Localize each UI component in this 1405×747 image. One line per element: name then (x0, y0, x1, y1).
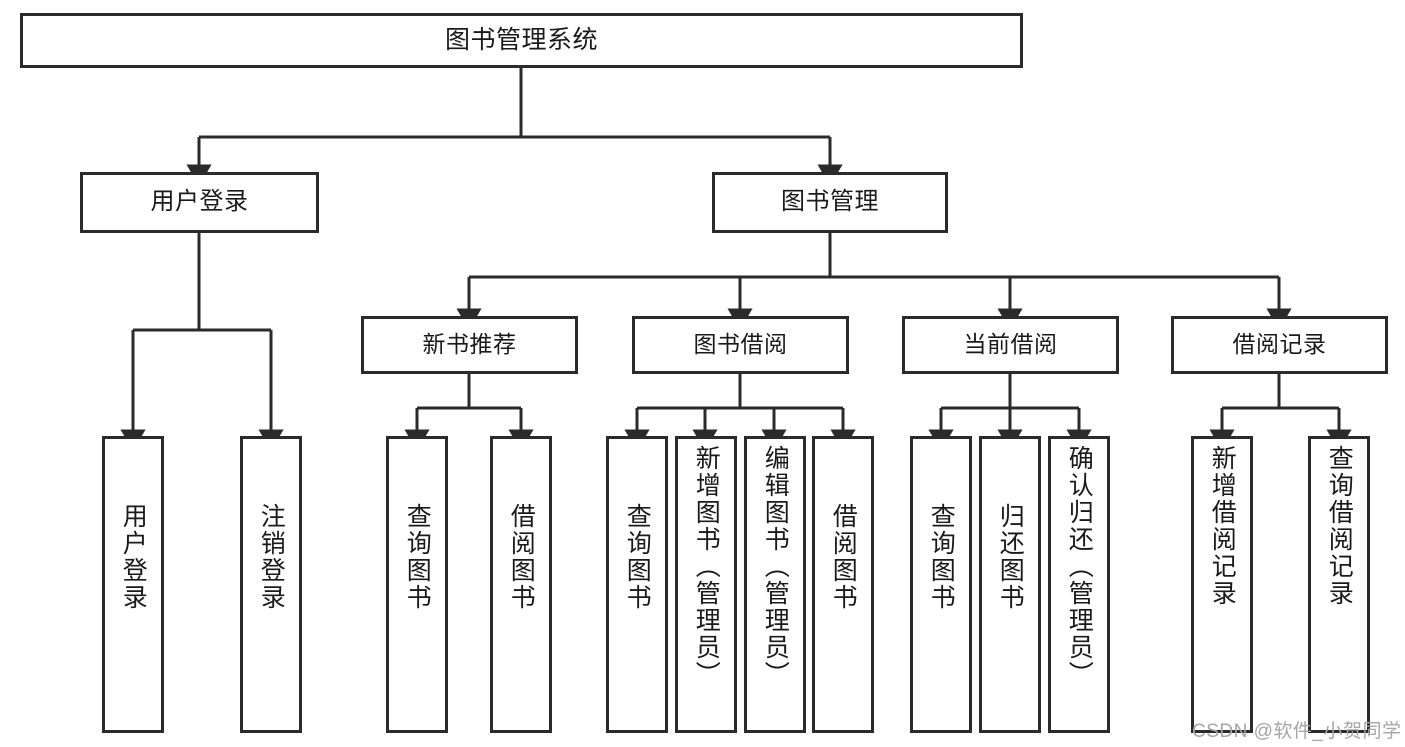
node-leaf-add-book-label: 新增图书（管理员） (692, 445, 721, 688)
node-book-borrow[interactable]: 图书借阅 (632, 316, 849, 374)
node-leaf-query-book-3-label: 查询图书 (927, 503, 956, 611)
node-leaf-edit-book-label: 编辑图书（管理员） (761, 445, 790, 688)
node-root-label: 图书管理系统 (444, 25, 598, 54)
node-leaf-query-book-3[interactable]: 查询图书 (910, 436, 972, 733)
node-leaf-add-book[interactable]: 新增图书（管理员） (675, 436, 737, 733)
node-leaf-logout[interactable]: 注销登录 (240, 436, 302, 733)
node-current-borrow[interactable]: 当前借阅 (902, 316, 1119, 374)
node-leaf-borrow-book-2[interactable]: 借阅图书 (812, 436, 874, 733)
node-book-manage-label: 图书管理 (781, 188, 879, 216)
node-leaf-edit-book[interactable]: 编辑图书（管理员） (744, 436, 806, 733)
node-leaf-confirm-return-label: 确认归还（管理员） (1065, 445, 1094, 688)
node-borrow-record-label: 借阅记录 (1232, 331, 1327, 358)
node-leaf-user-login[interactable]: 用户登录 (102, 436, 164, 733)
node-leaf-query-book-1-label: 查询图书 (403, 503, 432, 611)
node-user-login[interactable]: 用户登录 (80, 172, 319, 233)
node-new-book-rec[interactable]: 新书推荐 (361, 316, 578, 374)
node-root[interactable]: 图书管理系统 (20, 13, 1023, 68)
node-leaf-query-book-2-label: 查询图书 (623, 503, 652, 611)
node-leaf-query-book-2[interactable]: 查询图书 (606, 436, 668, 733)
node-leaf-return-book-label: 归还图书 (996, 503, 1025, 611)
node-leaf-borrow-book-1-label: 借阅图书 (507, 503, 536, 611)
node-leaf-user-login-label: 用户登录 (119, 503, 148, 611)
node-leaf-borrow-book-2-label: 借阅图书 (829, 503, 858, 611)
node-leaf-query-book-1[interactable]: 查询图书 (386, 436, 448, 733)
node-book-borrow-label: 图书借阅 (693, 331, 788, 358)
csdn-watermark: CSDN @软件_小贺同学 (1192, 721, 1402, 742)
node-leaf-add-record[interactable]: 新增借阅记录 (1191, 436, 1253, 733)
node-leaf-add-record-label: 新增借阅记录 (1208, 445, 1237, 607)
node-current-borrow-label: 当前借阅 (963, 331, 1058, 358)
node-leaf-borrow-book-1[interactable]: 借阅图书 (490, 436, 552, 733)
node-user-login-label: 用户登录 (150, 188, 249, 216)
node-leaf-return-book[interactable]: 归还图书 (979, 436, 1041, 733)
node-leaf-query-record-label: 查询借阅记录 (1325, 445, 1354, 607)
node-leaf-logout-label: 注销登录 (257, 503, 286, 611)
node-book-manage[interactable]: 图书管理 (712, 172, 948, 233)
node-borrow-record[interactable]: 借阅记录 (1171, 316, 1388, 374)
node-new-book-rec-label: 新书推荐 (422, 331, 517, 358)
node-leaf-confirm-return[interactable]: 确认归还（管理员） (1048, 436, 1110, 733)
node-leaf-query-record[interactable]: 查询借阅记录 (1308, 436, 1370, 733)
